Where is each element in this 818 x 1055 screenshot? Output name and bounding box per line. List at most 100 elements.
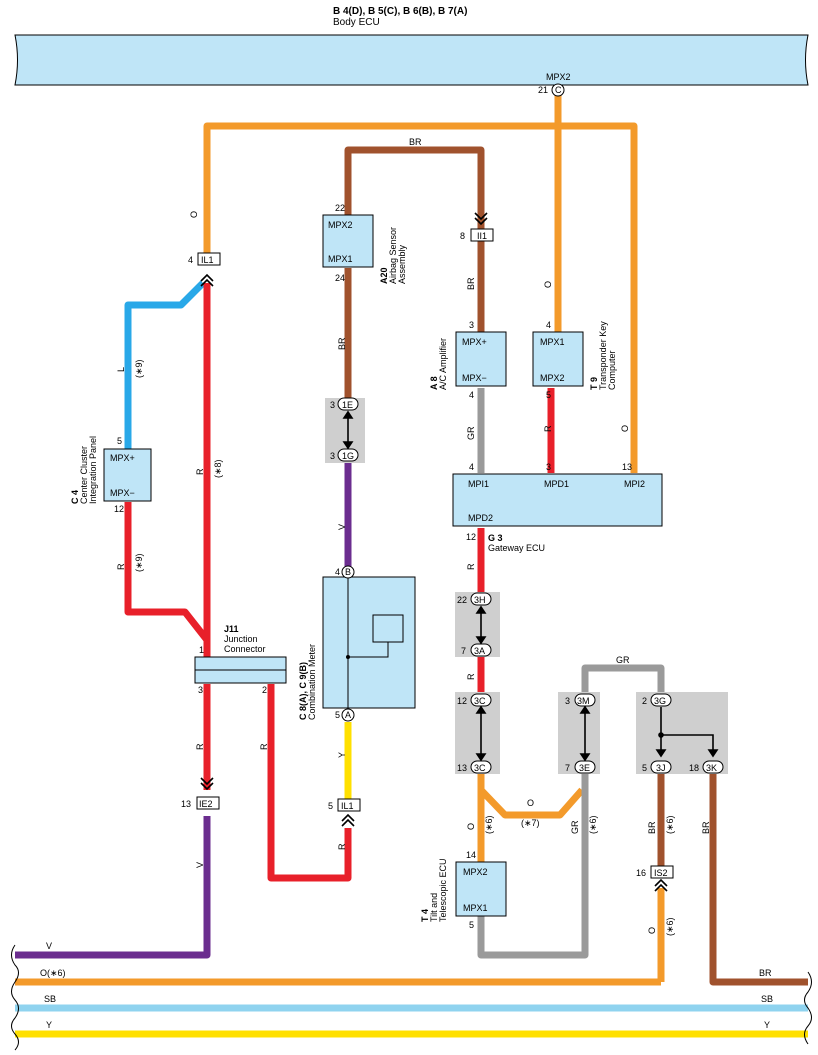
chevron-ie2 <box>200 777 214 791</box>
bus-label-br: BR <box>759 968 772 978</box>
joint-3a: 3A 7 <box>461 643 492 657</box>
wl-r-il1: R <box>337 843 347 850</box>
wl-r-3a: R <box>466 673 476 680</box>
junction-pin3: 3 <box>198 685 203 695</box>
wl-br-airbag: BR <box>337 337 347 350</box>
bus-label-v: V <box>46 941 52 951</box>
wl-r-j3: R <box>195 743 205 750</box>
joint-3m-pin: 3 <box>565 696 570 706</box>
wl-gr-loop: GR <box>570 820 580 834</box>
bus-label-sb-right: SB <box>761 994 773 1004</box>
bus-label-sb-left: SB <box>44 994 56 1004</box>
header-connectors: B 4(D), B 5(C), B 6(B), B 7(A) <box>333 6 467 17</box>
transponder-pin1: 4 <box>546 320 551 330</box>
wl-r-n8: (∗8) <box>213 459 223 478</box>
gateway-box <box>452 473 663 527</box>
joint-1g-pin: 3 <box>330 451 335 461</box>
tilt-name2: Telescopic ECU <box>438 858 448 922</box>
transponder-port1: MPX1 <box>540 337 565 347</box>
bus-label-o6: O(∗6) <box>40 968 66 978</box>
wl-l: L <box>116 367 126 372</box>
bus-label-y-left: Y <box>46 1020 52 1030</box>
transponder-name2: Computer <box>607 350 617 390</box>
wl-br-top: BR <box>409 137 422 147</box>
wl-o-is2: O <box>647 927 657 934</box>
connector-is2: IS2 16 <box>636 865 674 879</box>
meter-node <box>346 655 350 659</box>
chevron-il1-top <box>200 273 214 287</box>
junction-name2: Connector <box>224 644 266 654</box>
joint-3h-label: 3H <box>474 595 486 605</box>
tilt-box <box>455 861 507 917</box>
joint-arrows <box>342 410 719 762</box>
tilt-id: T 4 <box>420 909 430 922</box>
wire-v-ie2 <box>15 816 211 959</box>
cluster-pin2: 12 <box>114 504 124 514</box>
is2-pin: 16 <box>636 868 646 878</box>
joint-3c-top-label: 3C <box>474 696 486 706</box>
wl-r-cluster-n9: (∗9) <box>134 553 144 572</box>
joint-1e-pin: 3 <box>330 400 335 410</box>
cluster-box <box>103 448 152 502</box>
gateway-id: G 3 <box>488 533 503 543</box>
wl-br-3j: BR <box>647 821 657 834</box>
connector-il1-bottom: IL1 5 <box>328 798 361 812</box>
transponder-name1: Transponder Key <box>598 321 608 390</box>
wl-r-trans: R <box>543 425 553 432</box>
airbag-port1: MPX2 <box>328 220 353 230</box>
wire-gr-top <box>581 664 665 697</box>
il1-top-pin: 4 <box>188 255 193 265</box>
cluster-name2: Integration Panel <box>88 436 98 504</box>
wl-r-cluster: R <box>116 563 126 570</box>
joint-3c-bot-pin: 13 <box>457 763 467 773</box>
joint-1e-label: 1E <box>342 400 353 410</box>
airbag-pin1: 22 <box>335 203 345 213</box>
wl-o-n7: O <box>527 798 534 808</box>
junction-name1: Junction <box>224 634 258 644</box>
cluster-id: C 4 <box>70 490 80 504</box>
ac-name: A/C Amplifier <box>438 338 448 390</box>
airbag-port2: MPX1 <box>328 254 353 264</box>
meter-pin-a: 5 <box>335 710 340 720</box>
joint-3g-label: 3G <box>654 696 666 706</box>
il1-top-label: IL1 <box>201 255 214 265</box>
meter-id: C 8(A), C 9(B) <box>298 662 308 720</box>
junction-pin1: 1 <box>199 645 204 655</box>
gateway-p4: MPD2 <box>468 513 493 523</box>
wl-br-ii1: BR <box>466 277 476 290</box>
wl-gr-top: GR <box>616 655 630 665</box>
wl-o-tilt-n6: (∗6) <box>484 815 494 834</box>
joint-3m-label: 3M <box>577 696 590 706</box>
wl-v-ie2: V <box>195 862 205 868</box>
ac-id: A 8 <box>429 376 439 390</box>
gateway-pin3: 13 <box>622 462 632 472</box>
wire-gr-loop <box>477 770 589 959</box>
body-ecu-pin: 21 <box>538 85 548 95</box>
transponder-pin2: 5 <box>546 390 551 400</box>
junction-pin2: 2 <box>262 685 267 695</box>
joint-1g-label: 1G <box>342 451 354 461</box>
chevron-il1-bot <box>341 813 355 827</box>
body-ecu-box <box>14 34 809 86</box>
connector-ie2: IE2 13 <box>181 796 220 810</box>
gateway-pin2: 3 <box>546 462 551 472</box>
wire-labels: O BR BR O BR L (∗9) GR R O R (∗8) V R (∗… <box>40 137 773 1030</box>
wl-l-n9: (∗9) <box>134 359 144 378</box>
wl-v-meter: V <box>337 524 347 530</box>
transponder-box <box>532 331 584 387</box>
il1-bot-label: IL1 <box>341 801 354 811</box>
wl-gr-ac: GR <box>466 426 476 440</box>
wl-y-meter: Y <box>337 752 347 758</box>
meter-conn-b: B <box>345 567 351 577</box>
airbag-box <box>322 214 374 268</box>
joint-3j-label: 3J <box>656 763 666 773</box>
header-name: Body ECU <box>333 17 380 28</box>
wl-r-gateway: R <box>466 563 476 570</box>
gateway-p1: MPI1 <box>468 479 489 489</box>
wl-r-j2: R <box>259 743 269 750</box>
joint-3a-pin: 7 <box>461 646 466 656</box>
ac-port1: MPX+ <box>462 337 487 347</box>
wire-l-cluster <box>124 280 206 449</box>
cluster-name1: Center Cluster <box>79 446 89 504</box>
meter-name: Combination Meter <box>307 644 317 720</box>
